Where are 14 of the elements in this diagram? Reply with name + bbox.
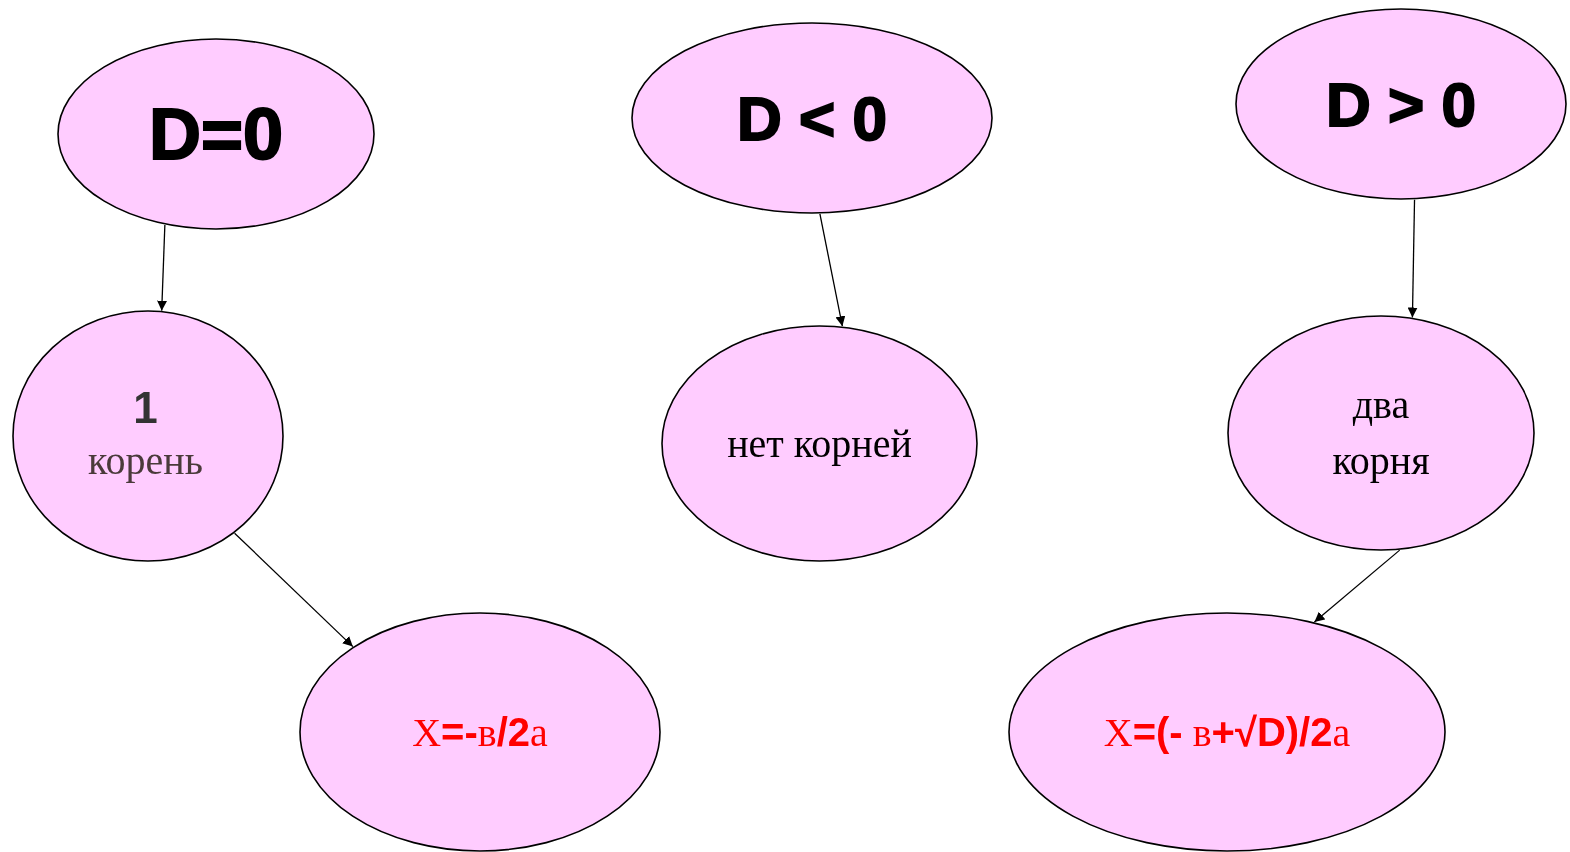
formula-text: X=-в/2а [412,708,548,757]
condition-text: D > 0 [1326,68,1476,140]
condition-text: D < 0 [737,82,887,154]
arrow [157,224,168,312]
condition-text: D=0 [148,93,284,175]
formula-text: X=(- в+√D)/2а [1102,708,1352,757]
arrow [819,213,846,327]
node-text: два корня [1331,381,1431,485]
arrow [233,532,354,648]
arrow [1407,199,1418,319]
node-text: нет корней [726,419,913,468]
count-text: 1 [133,383,158,433]
arrow [1313,549,1401,623]
node-text: корень [88,437,203,485]
